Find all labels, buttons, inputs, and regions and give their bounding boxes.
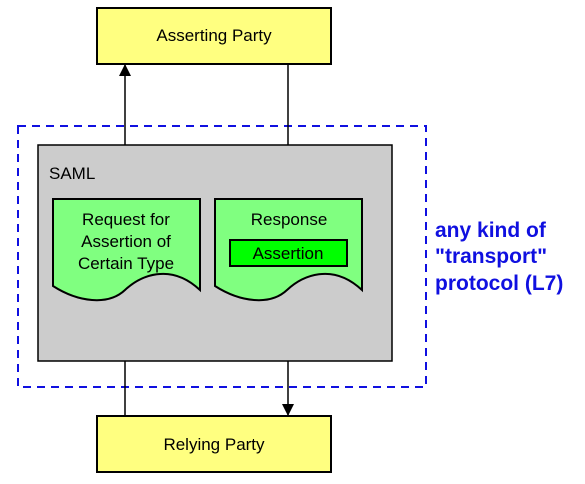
request-line-2: Assertion of xyxy=(81,232,171,251)
request-document: Request for Assertion of Certain Type xyxy=(52,198,201,302)
response-label: Response xyxy=(251,210,328,229)
request-line-3: Certain Type xyxy=(78,254,174,273)
transport-boundary xyxy=(17,125,427,388)
assertion-box xyxy=(229,239,348,267)
request-line-1: Request for xyxy=(82,210,170,229)
transport-line-2: "transport" xyxy=(435,245,547,268)
asserting-party-label: Asserting Party xyxy=(156,26,272,45)
transport-line-3: protocol (L7) xyxy=(435,272,563,295)
relying-party-box: Relying Party xyxy=(96,415,332,473)
asserting-party-box: Asserting Party xyxy=(96,7,332,65)
assertion-label: Assertion xyxy=(253,244,324,263)
transport-annotation: any kind of "transport" protocol (L7) xyxy=(435,219,563,295)
relying-party-label: Relying Party xyxy=(163,435,265,454)
transport-line-1: any kind of xyxy=(435,219,547,242)
saml-label: SAML xyxy=(49,164,95,183)
response-document: Response Assertion xyxy=(214,198,363,302)
